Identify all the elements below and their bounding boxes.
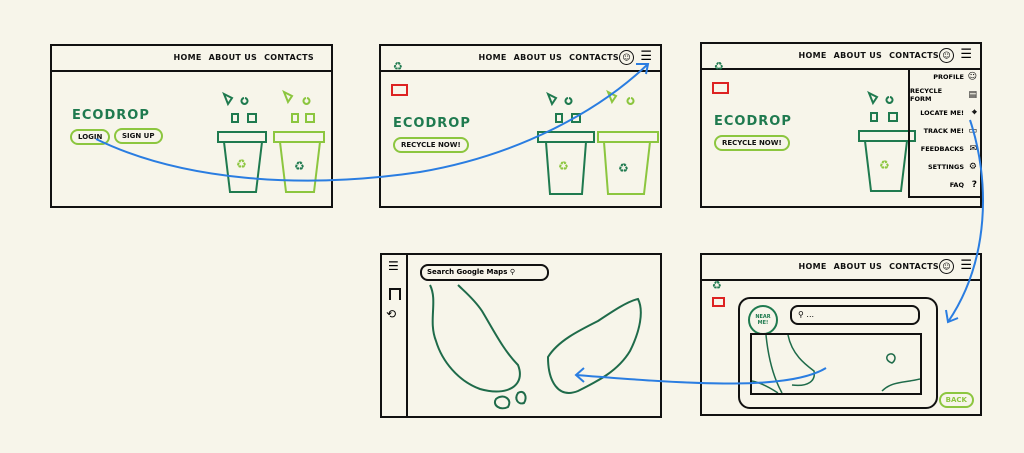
menu-label: LOCATE ME!	[920, 109, 964, 117]
recycle-now-button[interactable]: RECYCLE NOW!	[393, 137, 469, 153]
nav-contacts[interactable]: CONTACTS	[889, 262, 939, 271]
menu-label: SETTINGS	[927, 163, 964, 171]
flag-icon	[712, 297, 725, 307]
search-placeholder: Search Google Maps	[427, 268, 508, 276]
menu-item-faq[interactable]: FAQ?	[910, 176, 980, 194]
menu-icon[interactable]: ☰	[388, 259, 399, 273]
menu-label: PROFILE	[933, 73, 964, 81]
map-preview[interactable]	[750, 333, 922, 395]
nav-about[interactable]: ABOUT US	[208, 53, 258, 62]
maps-search-input[interactable]: Search Google Maps ⚲	[420, 264, 549, 281]
menu-item-locate-me[interactable]: LOCATE ME! ⌖	[910, 104, 980, 122]
truck-icon: ▭	[968, 126, 977, 136]
nav: HOME ABOUT US CONTACTS	[478, 53, 626, 62]
brand-title: ECODROP	[714, 114, 792, 129]
brand-title: ECODROP	[393, 116, 471, 131]
nav-about[interactable]: ABOUT US	[833, 262, 883, 271]
menu-icon[interactable]: ☰	[960, 258, 972, 273]
recycle-bin-illustration: ♻	[858, 90, 916, 192]
menu-label: FAQ	[949, 181, 964, 189]
header: HOME ABOUT US CONTACTS ☺ ☰	[702, 255, 980, 281]
screen-home: HOME ABOUT US CONTACTS ☺ ☰ ♻ ECODROP RECYC…	[379, 44, 662, 208]
nav-about[interactable]: ABOUT US	[513, 53, 563, 62]
screen-home-menu-open: HOME ABOUT US CONTACTS ☺ ☰ ♻ ECODROP RECYC…	[700, 42, 982, 208]
nav: HOME ABOUT US CONTACTS	[798, 51, 946, 60]
locate-panel: NEAR ME! ⚲ ...	[738, 297, 938, 409]
nav-home[interactable]: HOME	[173, 53, 202, 62]
profile-icon[interactable]: ☺	[619, 50, 634, 65]
menu-label: TRACK ME!	[923, 127, 964, 135]
form-icon: ▤	[968, 90, 977, 100]
svg-text:♻: ♻	[236, 157, 247, 171]
menu-icon[interactable]: ☰	[640, 49, 652, 64]
search-icon: ⚲	[798, 310, 804, 319]
gear-icon: ⚙	[968, 162, 977, 172]
map-landmasses	[429, 284, 642, 410]
svg-text:♻: ♻	[879, 158, 890, 172]
nav: HOME ABOUT US CONTACTS	[173, 53, 321, 62]
profile-icon[interactable]: ☺	[939, 48, 954, 63]
recycle-bins-illustration: ♻♻	[537, 89, 659, 195]
map-preview-landmasses	[752, 335, 920, 393]
logo-icon: ♻	[393, 60, 403, 73]
screen-locate-me: HOME ABOUT US CONTACTS ☺ ☰ ♻ NEAR ME! ⚲ ..…	[700, 253, 982, 416]
back-button[interactable]: BACK	[938, 392, 974, 408]
flag-icon	[712, 82, 729, 94]
search-placeholder: ...	[806, 310, 815, 319]
flag-icon	[391, 84, 408, 96]
screen-google-maps: ☰ ⟲ Search Google Maps ⚲	[380, 253, 662, 418]
history-icon[interactable]: ⟲	[386, 307, 397, 321]
nav-home[interactable]: HOME	[798, 51, 827, 60]
menu-item-settings[interactable]: SETTINGS ⚙	[910, 158, 980, 176]
menu-item-track-me[interactable]: TRACK ME! ▭	[910, 122, 980, 140]
maps-sidebar: ☰ ⟲	[382, 255, 408, 416]
user-icon: ☺	[967, 72, 977, 82]
header: HOME ABOUT US CONTACTS ☺ ☰	[702, 44, 980, 70]
nav-contacts[interactable]: CONTACTS	[264, 53, 314, 62]
screen-landing: HOME ABOUT US CONTACTS ECODROP LOGIN SIGN …	[50, 44, 333, 208]
side-menu: PROFILE☺ RECYCLE FORM ▤ LOCATE ME! ⌖ TRACK…	[908, 68, 980, 198]
nav-contacts[interactable]: CONTACTS	[889, 51, 939, 60]
location-search-input[interactable]: ⚲ ...	[790, 305, 920, 325]
near-me-button[interactable]: NEAR ME!	[748, 305, 778, 335]
profile-icon[interactable]: ☺	[939, 259, 954, 274]
signup-button[interactable]: SIGN UP	[114, 128, 163, 144]
search-icon: ⚲	[509, 268, 515, 276]
feedback-icon: ✉	[969, 144, 977, 154]
header: HOME ABOUT US CONTACTS	[52, 46, 331, 72]
svg-text:♻: ♻	[618, 161, 629, 175]
header: HOME ABOUT US CONTACTS ☺ ☰	[381, 46, 660, 72]
brand-title: ECODROP	[72, 108, 150, 123]
menu-icon[interactable]: ☰	[960, 47, 972, 62]
logo-icon: ♻	[714, 60, 724, 73]
recycle-now-button[interactable]: RECYCLE NOW!	[714, 135, 790, 151]
logo-icon: ♻	[712, 279, 722, 292]
svg-text:♻: ♻	[294, 159, 305, 173]
menu-label: RECYCLE FORM	[910, 87, 943, 103]
menu-item-feedbacks[interactable]: FEEDBACKS ✉	[910, 140, 980, 158]
svg-text:♻: ♻	[558, 159, 569, 173]
bookmark-icon[interactable]	[389, 288, 401, 300]
nav-contacts[interactable]: CONTACTS	[569, 53, 619, 62]
menu-label: FEEDBACKS	[920, 145, 964, 153]
recycle-bins-illustration: ♻♻	[217, 89, 325, 193]
nav: HOME ABOUT US CONTACTS	[798, 262, 946, 271]
nav-about[interactable]: ABOUT US	[833, 51, 883, 60]
nav-home[interactable]: HOME	[478, 53, 507, 62]
menu-item-profile[interactable]: PROFILE☺	[910, 68, 980, 86]
login-button[interactable]: LOGIN	[70, 129, 111, 145]
menu-item-recycle-form[interactable]: RECYCLE FORM ▤	[910, 86, 980, 104]
nav-home[interactable]: HOME	[798, 262, 827, 271]
location-icon: ⌖	[971, 108, 977, 118]
question-icon: ?	[971, 180, 977, 190]
